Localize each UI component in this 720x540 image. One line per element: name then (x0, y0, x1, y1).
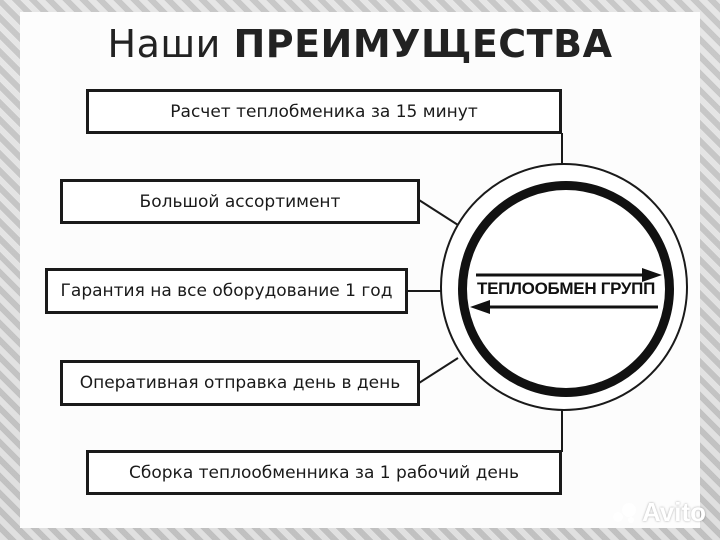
advantage-label-2: Большой ассортимент (139, 191, 341, 212)
advantage-label-5: Сборка теплообменника за 1 рабочий день (129, 462, 519, 483)
advantage-item-1: Расчет теплобменика за 15 минут (86, 89, 562, 134)
advantage-label-1: Расчет теплобменика за 15 минут (170, 101, 478, 122)
advantage-item-3: Гарантия на все оборудование 1 год (45, 268, 408, 314)
page-title: Наши ПРЕИМУЩЕСТВА (0, 22, 720, 66)
advantage-item-2: Большой ассортимент (60, 179, 420, 224)
avito-dots-icon (612, 502, 636, 523)
advantage-item-4: Оперативная отправка день в день (60, 360, 420, 406)
logo-circle-inner (458, 181, 674, 397)
logo-arrows-icon (470, 268, 662, 314)
advantage-item-5: Сборка теплообменника за 1 рабочий день (86, 450, 562, 495)
avito-watermark: Avito (612, 497, 706, 528)
advantage-label-3: Гарантия на все оборудование 1 год (60, 281, 393, 301)
logo-text: ТЕПЛООБМЕН ГРУПП (477, 279, 655, 298)
watermark-text: Avito (641, 497, 706, 527)
title-bold: ПРЕИМУЩЕСТВА (233, 22, 613, 66)
company-logo: ТЕПЛООБМЕН ГРУПП (466, 265, 666, 317)
title-normal: Наши (107, 22, 221, 66)
advantage-label-4: Оперативная отправка день в день (79, 373, 401, 393)
